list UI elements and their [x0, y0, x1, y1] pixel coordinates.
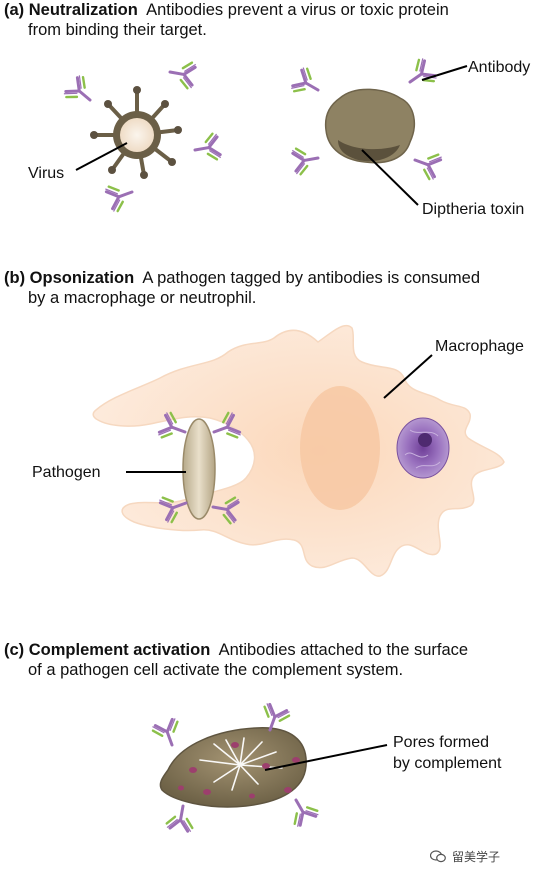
- pathogen: [182, 418, 216, 520]
- section-desc-2: of a pathogen cell activate the compleme…: [28, 661, 404, 679]
- section-desc-2: from binding their target.: [28, 21, 207, 39]
- section-desc-2: by a macrophage or neutrophil.: [28, 289, 257, 307]
- section-desc: Antibodies attached to the surface: [218, 641, 469, 659]
- antibody: [164, 802, 198, 834]
- diptheria-toxin: [324, 88, 416, 164]
- section-desc: A pathogen tagged by antibodies is consu…: [142, 269, 481, 287]
- watermark-text: 留美学子: [451, 850, 500, 864]
- antibody: [401, 56, 439, 95]
- antibody: [103, 178, 138, 214]
- antibody: [61, 73, 100, 112]
- virus: [90, 86, 182, 179]
- section-tag: (b) Opsonization: [4, 269, 135, 287]
- macrophage-leader-line: [383, 354, 433, 399]
- watermark: 留美学子: [429, 848, 500, 865]
- complement-pores: [199, 737, 283, 791]
- label-pores-2: by complement: [393, 755, 502, 772]
- macrophage: [92, 324, 505, 577]
- heading-complement: (c) Complement activation Antibodies att…: [4, 640, 468, 680]
- label-toxin: Diptheria toxin: [422, 201, 525, 218]
- macrophage-nucleus: [396, 417, 450, 479]
- antibody-leader-line: [421, 65, 468, 81]
- heading-neutralization: (a) Neutralization Antibodies prevent a …: [4, 0, 449, 40]
- wechat-icon: [429, 850, 446, 863]
- antibody: [290, 143, 322, 177]
- label-virus: Virus: [28, 165, 65, 182]
- antibody: [289, 65, 326, 103]
- antibody: [283, 792, 321, 829]
- toxin-leader-line: [361, 149, 419, 206]
- label-pores-1: Pores formed: [393, 734, 490, 751]
- virus-leader-line: [75, 142, 128, 171]
- label-macrophage: Macrophage: [435, 338, 524, 355]
- antibody: [409, 146, 444, 182]
- macrophage-vacuole: [300, 386, 380, 510]
- section-desc: Antibodies prevent a virus or toxic prot…: [146, 1, 449, 19]
- antibody: [191, 131, 223, 165]
- pores-leader-line: [264, 744, 388, 771]
- section-tag: (c) Complement activation: [4, 641, 211, 659]
- label-pathogen: Pathogen: [32, 464, 101, 481]
- antibody: [150, 716, 186, 751]
- pathogen-cell: [159, 727, 307, 808]
- label-antibody: Antibody: [468, 59, 531, 76]
- section-tag: (a) Neutralization: [4, 1, 138, 19]
- heading-opsonization: (b) Opsonization A pathogen tagged by an…: [4, 268, 480, 308]
- antibody: [166, 57, 198, 91]
